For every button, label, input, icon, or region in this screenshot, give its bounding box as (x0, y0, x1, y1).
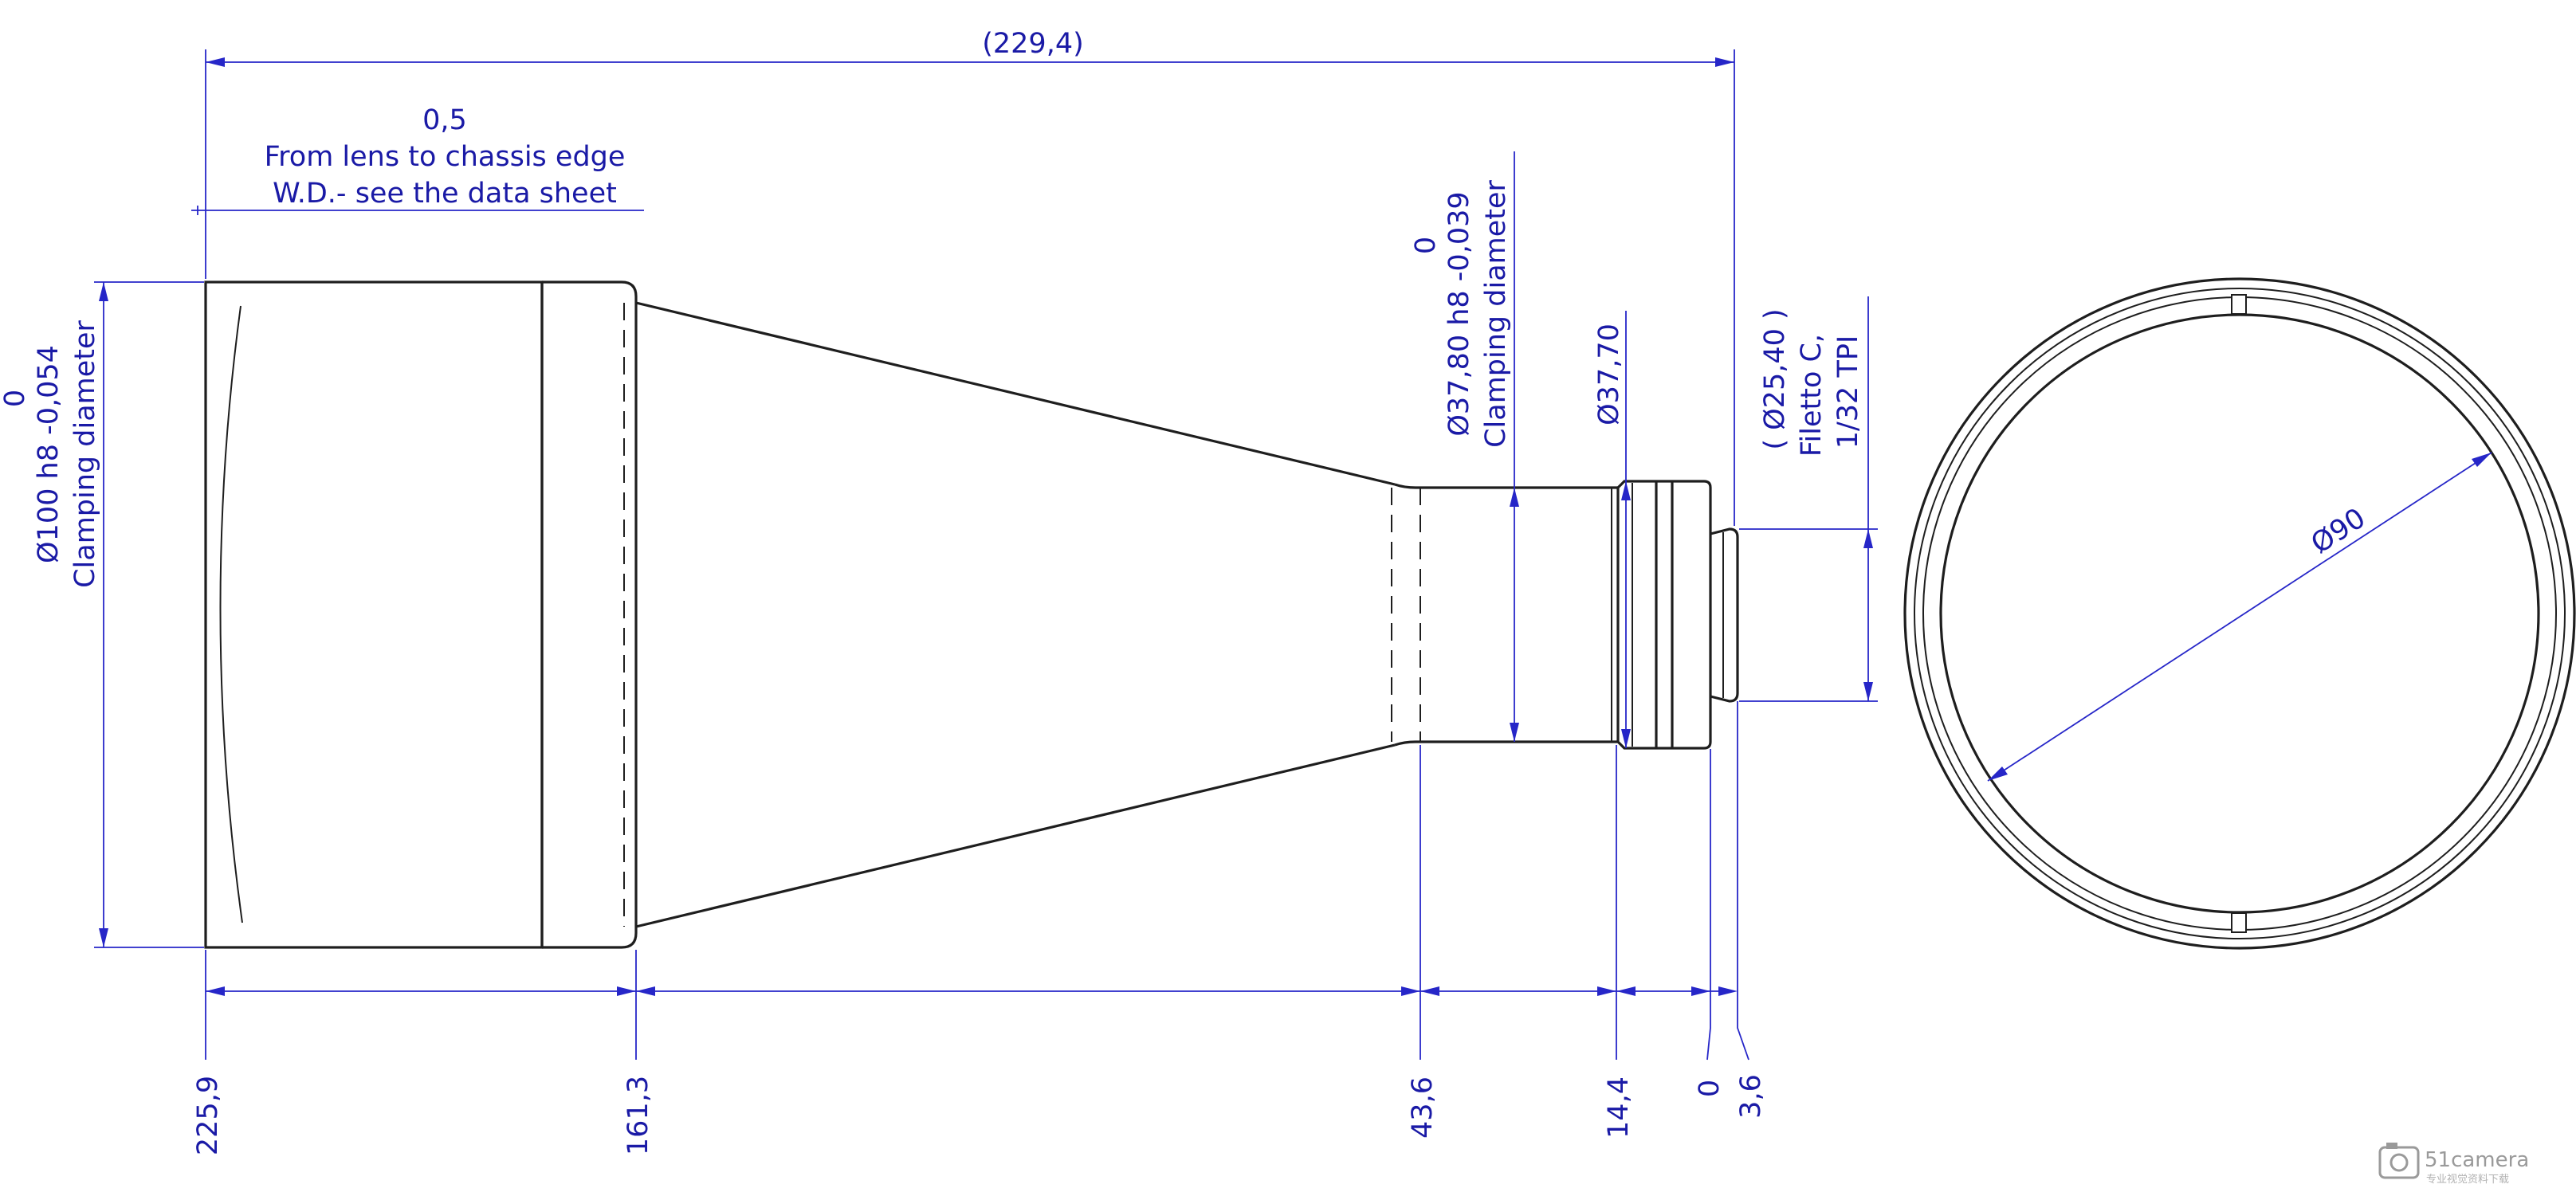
arrow (1715, 57, 1734, 67)
front-ring-2 (1914, 288, 2566, 939)
wd-line2-label: W.D.- see the data sheet (273, 178, 617, 210)
rear-clamp-label: Clamping diameter (1480, 179, 1512, 447)
position-label: 0 (1694, 1080, 1726, 1097)
thread-line2-label: 1/32 TPI (1832, 335, 1864, 449)
flange-ring (1616, 480, 1712, 750)
arrow (1863, 529, 1873, 548)
arrow (1718, 986, 1738, 996)
front-clamp-tolerance: 0 (0, 390, 31, 407)
ext-pos-5 (1706, 749, 1711, 1061)
front-barrel (204, 280, 544, 949)
position-label: 14,4 (1603, 1076, 1635, 1139)
wd-value-label: 0,5 (422, 104, 467, 136)
arrow (1616, 986, 1636, 996)
arrow (617, 986, 636, 996)
front-barrel-cap (542, 280, 638, 949)
arrow (1621, 481, 1631, 500)
arrow (2472, 453, 2492, 467)
lens-front-view (1903, 277, 2576, 950)
dimension-labels: (229,4) 0,5 From lens to chassis edge W.… (0, 28, 2371, 1155)
cone-top (635, 301, 1396, 486)
ext-pos-6 (1737, 701, 1749, 1061)
cone-bottom (635, 743, 1396, 928)
arrow (1420, 986, 1439, 996)
arrow (206, 986, 225, 996)
arrow (1510, 488, 1519, 507)
ring-notch-top (2231, 294, 2247, 315)
rear-clamp-spec: Ø37,80 h8 -0,039 (1443, 191, 1475, 436)
arrow (1597, 986, 1616, 996)
front-diameter-line (1987, 452, 2492, 782)
arrow (1621, 729, 1631, 748)
front-ring-3 (1922, 296, 2557, 931)
arrow (1988, 767, 2008, 781)
watermark-subtitle: 专业视觉资料下载 (2426, 1174, 2509, 1186)
position-label: 43,6 (1407, 1076, 1439, 1139)
position-label: 3,6 (1735, 1074, 1767, 1119)
front-clamp-spec: Ø100 h8 -0,054 (33, 345, 65, 563)
arrow (1863, 682, 1873, 701)
arrow (206, 57, 225, 67)
position-label: 225,9 (192, 1076, 224, 1155)
wd-line1-label: From lens to chassis edge (265, 141, 626, 173)
front-clamp-label: Clamping diameter (69, 320, 101, 587)
arrow (1691, 986, 1710, 996)
ring-notch-bottom (2231, 912, 2247, 933)
camera-logo-icon (2378, 1143, 2420, 1179)
front-ring-outer (1903, 277, 2576, 950)
arrow (636, 986, 655, 996)
rear-clamp-tolerance: 0 (1410, 237, 1442, 254)
thread-line1-label: Filetto C, (1796, 334, 1828, 457)
arrow (1510, 723, 1519, 742)
position-label: 161,3 (622, 1076, 654, 1155)
flange-diameter-label: Ø37,70 (1593, 323, 1625, 425)
watermark-brand: 51camera (2425, 1148, 2529, 1172)
c-mount-thread (1710, 527, 1739, 703)
lens-side-view (204, 280, 1739, 949)
thread-spec-label: ( Ø25,40 ) (1759, 308, 1791, 449)
rear-tube-top (1394, 483, 1618, 489)
rear-tube-bottom (1394, 740, 1618, 747)
overall-length-label: (229,4) (982, 28, 1084, 60)
watermark: 51camera 专业视觉资料下载 (2378, 1143, 2529, 1186)
front-ring-inner (1939, 313, 2540, 914)
front-lens-curve (219, 305, 243, 923)
arrow (99, 928, 108, 947)
dimension-lines (94, 49, 2492, 1061)
arrow (99, 282, 108, 301)
arrow (1401, 986, 1420, 996)
